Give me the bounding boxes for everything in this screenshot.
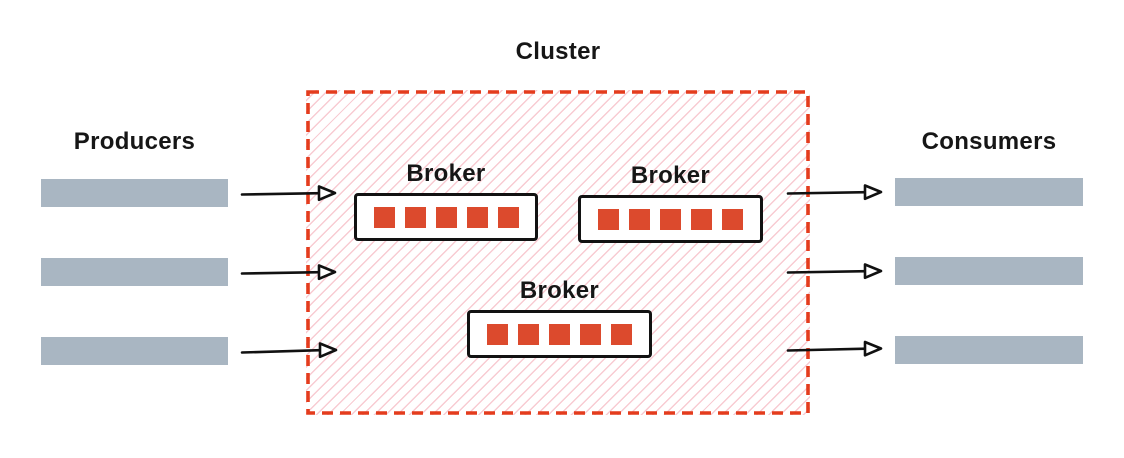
broker-label: Broker (630, 162, 711, 189)
broker-partitions-box (354, 193, 538, 241)
producer-bar (41, 337, 228, 365)
broker-node-2: Broker (578, 162, 763, 243)
partition-segment (580, 323, 601, 345)
producer-bars (41, 179, 228, 365)
partition-segment (435, 206, 457, 228)
cluster-boundary (306, 90, 810, 415)
partition-segment (722, 208, 743, 230)
broker-label: Broker (519, 277, 600, 304)
partition-segment (373, 206, 395, 228)
consumer-bars (895, 178, 1083, 364)
partition-segment (598, 208, 619, 230)
partition-segment (691, 208, 712, 230)
partition-segment (497, 206, 519, 228)
partition-segment (629, 208, 650, 230)
partition-segment (466, 206, 488, 228)
cluster-dashed-border (306, 90, 810, 415)
broker-partitions-box (467, 310, 652, 358)
broker-node-3: Broker (467, 277, 652, 358)
partition-segment (518, 323, 539, 345)
partition-segment (487, 323, 508, 345)
producer-bar (41, 258, 228, 286)
broker-partitions-box (578, 195, 763, 243)
consumer-bar (895, 257, 1083, 285)
partition-segment (611, 323, 632, 345)
broker-node-1: Broker (354, 160, 538, 241)
consumer-bar (895, 336, 1083, 364)
producers-label: Producers (73, 128, 196, 155)
partition-segment (404, 206, 426, 228)
broker-label: Broker (406, 160, 486, 187)
producer-bar (41, 179, 228, 207)
consumer-bar (895, 178, 1083, 206)
cluster-title: Cluster (515, 38, 601, 65)
partition-segment (660, 208, 681, 230)
partition-segment (549, 323, 570, 345)
consumers-label: Consumers (921, 128, 1057, 155)
